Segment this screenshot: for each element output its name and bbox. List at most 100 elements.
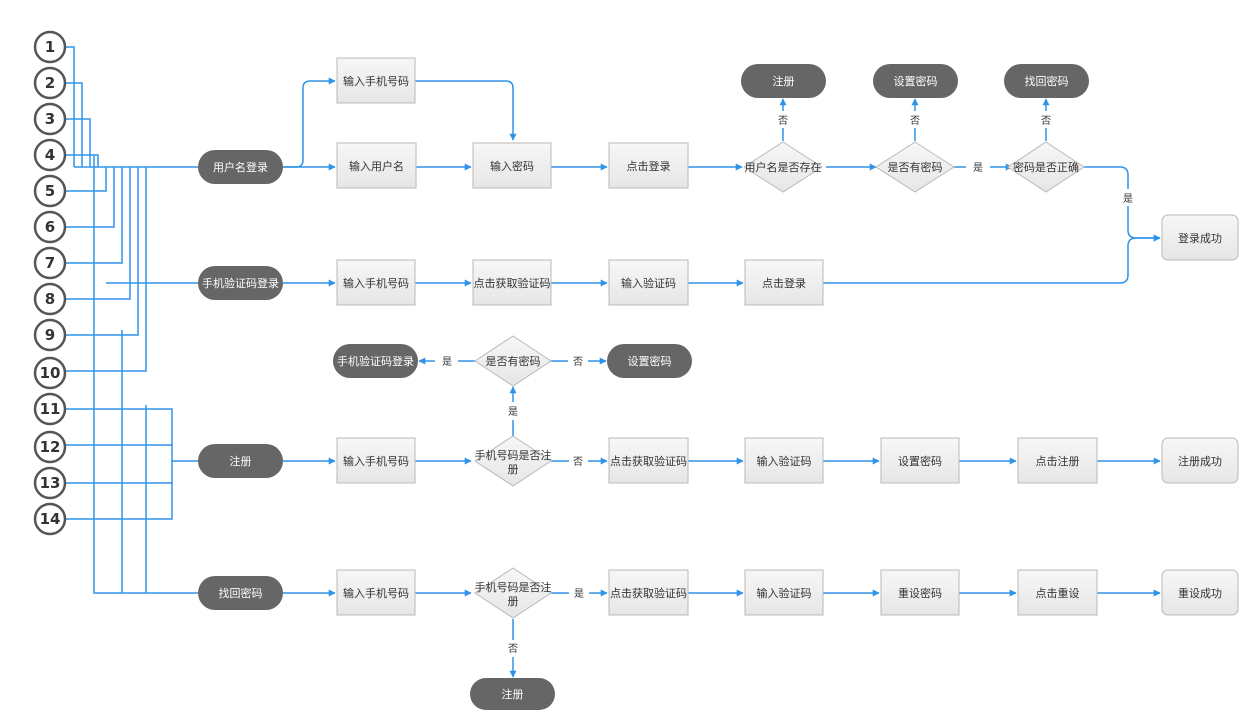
number-node-7[interactable]: 7 bbox=[33, 246, 67, 280]
terminal-label: 注册 bbox=[502, 687, 524, 701]
terminal-username-login[interactable]: 用户名登录 bbox=[198, 150, 283, 184]
decision-phone-registered-b[interactable]: 手机号码是否注 册 bbox=[474, 567, 552, 619]
bus-to-recover bbox=[93, 155, 198, 594]
step-label: 输入手机号码 bbox=[343, 74, 409, 88]
decisions: 用户名是否存在 是否有密码 密码是否正确 是否有密码 手机号码是否注 册 手机号… bbox=[474, 141, 1085, 619]
bus-line-2 bbox=[66, 82, 83, 167]
step-r2-click-login[interactable]: 点击登录 bbox=[744, 259, 824, 306]
decision-has-password[interactable]: 是否有密码 bbox=[875, 141, 955, 193]
step-r3-click-register[interactable]: 点击注册 bbox=[1017, 437, 1098, 484]
terminal-label: 找回密码 bbox=[1025, 74, 1069, 88]
step-r4-click-reset[interactable]: 点击重设 bbox=[1017, 569, 1098, 616]
terminal-label: 注册 bbox=[230, 454, 252, 468]
number-label: 7 bbox=[45, 254, 55, 272]
number-node-3[interactable]: 3 bbox=[33, 102, 67, 136]
number-label: 8 bbox=[45, 290, 55, 308]
terminal-set-password-2[interactable]: 设置密码 bbox=[607, 344, 692, 378]
step-label: 输入用户名 bbox=[349, 159, 404, 173]
bus-line-1 bbox=[66, 46, 75, 167]
terminal-sms-login[interactable]: 手机验证码登录 bbox=[198, 266, 283, 300]
number-node-1[interactable]: 1 bbox=[33, 30, 67, 64]
number-label: 14 bbox=[40, 510, 61, 528]
step-r3-code[interactable]: 输入验证码 bbox=[744, 437, 824, 484]
label-pw-correct-yes: 是 bbox=[1123, 193, 1133, 205]
step-r1-password[interactable]: 输入密码 bbox=[472, 142, 552, 189]
step-r1-phone[interactable]: 输入手机号码 bbox=[336, 57, 416, 104]
step-login-success[interactable]: 登录成功 bbox=[1161, 214, 1239, 261]
edge-pw-correct-to-success bbox=[1084, 166, 1129, 189]
bus-line-5 bbox=[66, 167, 107, 192]
terminal-top-register[interactable]: 注册 bbox=[741, 64, 826, 98]
decision-label-line1: 手机号码是否注 bbox=[475, 580, 552, 594]
step-label: 登录成功 bbox=[1178, 231, 1222, 245]
step-r3-phone[interactable]: 输入手机号码 bbox=[336, 437, 416, 484]
decision-label: 密码是否正确 bbox=[1013, 160, 1079, 174]
label-has-pw-no: 否 bbox=[910, 115, 920, 127]
edge-click-to-success bbox=[823, 234, 1161, 284]
step-r4-phone[interactable]: 输入手机号码 bbox=[336, 569, 416, 616]
bus-line-9 bbox=[66, 167, 139, 336]
number-node-14[interactable]: 14 bbox=[33, 502, 67, 536]
decision-label: 是否有密码 bbox=[486, 354, 541, 368]
number-node-11[interactable]: 11 bbox=[33, 392, 67, 426]
terminal-label: 手机验证码登录 bbox=[337, 354, 414, 368]
number-node-13[interactable]: 13 bbox=[33, 466, 67, 500]
bus-line-11 bbox=[66, 408, 173, 461]
number-node-6[interactable]: 6 bbox=[33, 210, 67, 244]
bus-line-14 bbox=[66, 461, 173, 520]
bus-line-4 bbox=[66, 154, 99, 167]
step-r2-phone[interactable]: 输入手机号码 bbox=[336, 259, 416, 306]
number-label: 1 bbox=[45, 38, 55, 56]
step-r2-get-code[interactable]: 点击获取验证码 bbox=[472, 259, 552, 306]
terminal-bottom-register[interactable]: 注册 bbox=[470, 678, 555, 710]
step-r3-get-code[interactable]: 点击获取验证码 bbox=[608, 437, 689, 484]
step-label: 重设成功 bbox=[1178, 586, 1222, 600]
step-r4-get-code[interactable]: 点击获取验证码 bbox=[608, 569, 689, 616]
step-r1-username[interactable]: 输入用户名 bbox=[336, 142, 417, 189]
edge-phone-to-password bbox=[415, 80, 517, 141]
decision-label: 是否有密码 bbox=[888, 160, 943, 174]
number-node-2[interactable]: 2 bbox=[33, 66, 67, 100]
step-r1-click-login[interactable]: 点击登录 bbox=[608, 142, 689, 189]
step-label: 点击获取验证码 bbox=[610, 586, 687, 600]
decision-phone-registered-a[interactable]: 手机号码是否注 册 bbox=[474, 435, 552, 487]
edge-login-to-phone bbox=[283, 77, 336, 168]
terminal-top-recover[interactable]: 找回密码 bbox=[1004, 64, 1089, 98]
number-label: 6 bbox=[45, 218, 55, 236]
number-node-10[interactable]: 10 bbox=[33, 356, 67, 390]
decision-password-correct[interactable]: 密码是否正确 bbox=[1007, 141, 1085, 193]
label-registered4-yes: 是 bbox=[574, 588, 584, 600]
step-label: 点击注册 bbox=[1036, 454, 1080, 468]
label-pw-correct-no: 否 bbox=[1041, 115, 1051, 127]
label-registered4-no: 否 bbox=[508, 643, 518, 655]
step-label: 点击登录 bbox=[762, 276, 806, 290]
step-r4-reset-password[interactable]: 重设密码 bbox=[880, 569, 960, 616]
terminal-sms-login-2[interactable]: 手机验证码登录 bbox=[333, 344, 418, 378]
number-node-9[interactable]: 9 bbox=[33, 318, 67, 352]
terminal-top-set-password[interactable]: 设置密码 bbox=[873, 64, 958, 98]
number-node-4[interactable]: 4 bbox=[33, 138, 67, 172]
step-r4-code[interactable]: 输入验证码 bbox=[744, 569, 824, 616]
number-label: 2 bbox=[45, 74, 55, 92]
step-reset-success[interactable]: 重设成功 bbox=[1161, 569, 1239, 616]
decision-label: 用户名是否存在 bbox=[745, 160, 822, 174]
terminal-register[interactable]: 注册 bbox=[198, 444, 283, 478]
step-register-success[interactable]: 注册成功 bbox=[1161, 437, 1239, 484]
label-has-pw2-yes: 是 bbox=[442, 356, 452, 368]
number-node-12[interactable]: 12 bbox=[33, 430, 67, 464]
step-r2-code[interactable]: 输入验证码 bbox=[608, 259, 689, 306]
number-node-8[interactable]: 8 bbox=[33, 282, 67, 316]
step-label: 注册成功 bbox=[1178, 454, 1222, 468]
step-r3-set-password[interactable]: 设置密码 bbox=[880, 437, 960, 484]
step-label: 点击获取验证码 bbox=[474, 276, 551, 290]
decision-has-password-2[interactable]: 是否有密码 bbox=[474, 335, 552, 387]
terminals: 用户名登录 手机验证码登录 注册 找回密码 注册 设置密码 找回密码 手机验证码… bbox=[198, 64, 1089, 710]
numbered-nodes: 1 2 3 4 5 6 7 8 9 10 11 12 13 14 bbox=[33, 30, 67, 536]
terminal-recover[interactable]: 找回密码 bbox=[198, 576, 283, 610]
step-label: 点击登录 bbox=[627, 159, 671, 173]
decision-username-exists[interactable]: 用户名是否存在 bbox=[743, 141, 823, 193]
edge-labels: 否 否 否 是 是 是 否 是 否 是 否 bbox=[442, 115, 1133, 655]
step-label: 点击获取验证码 bbox=[610, 454, 687, 468]
number-node-5[interactable]: 5 bbox=[33, 174, 67, 208]
connectors bbox=[66, 46, 1161, 678]
